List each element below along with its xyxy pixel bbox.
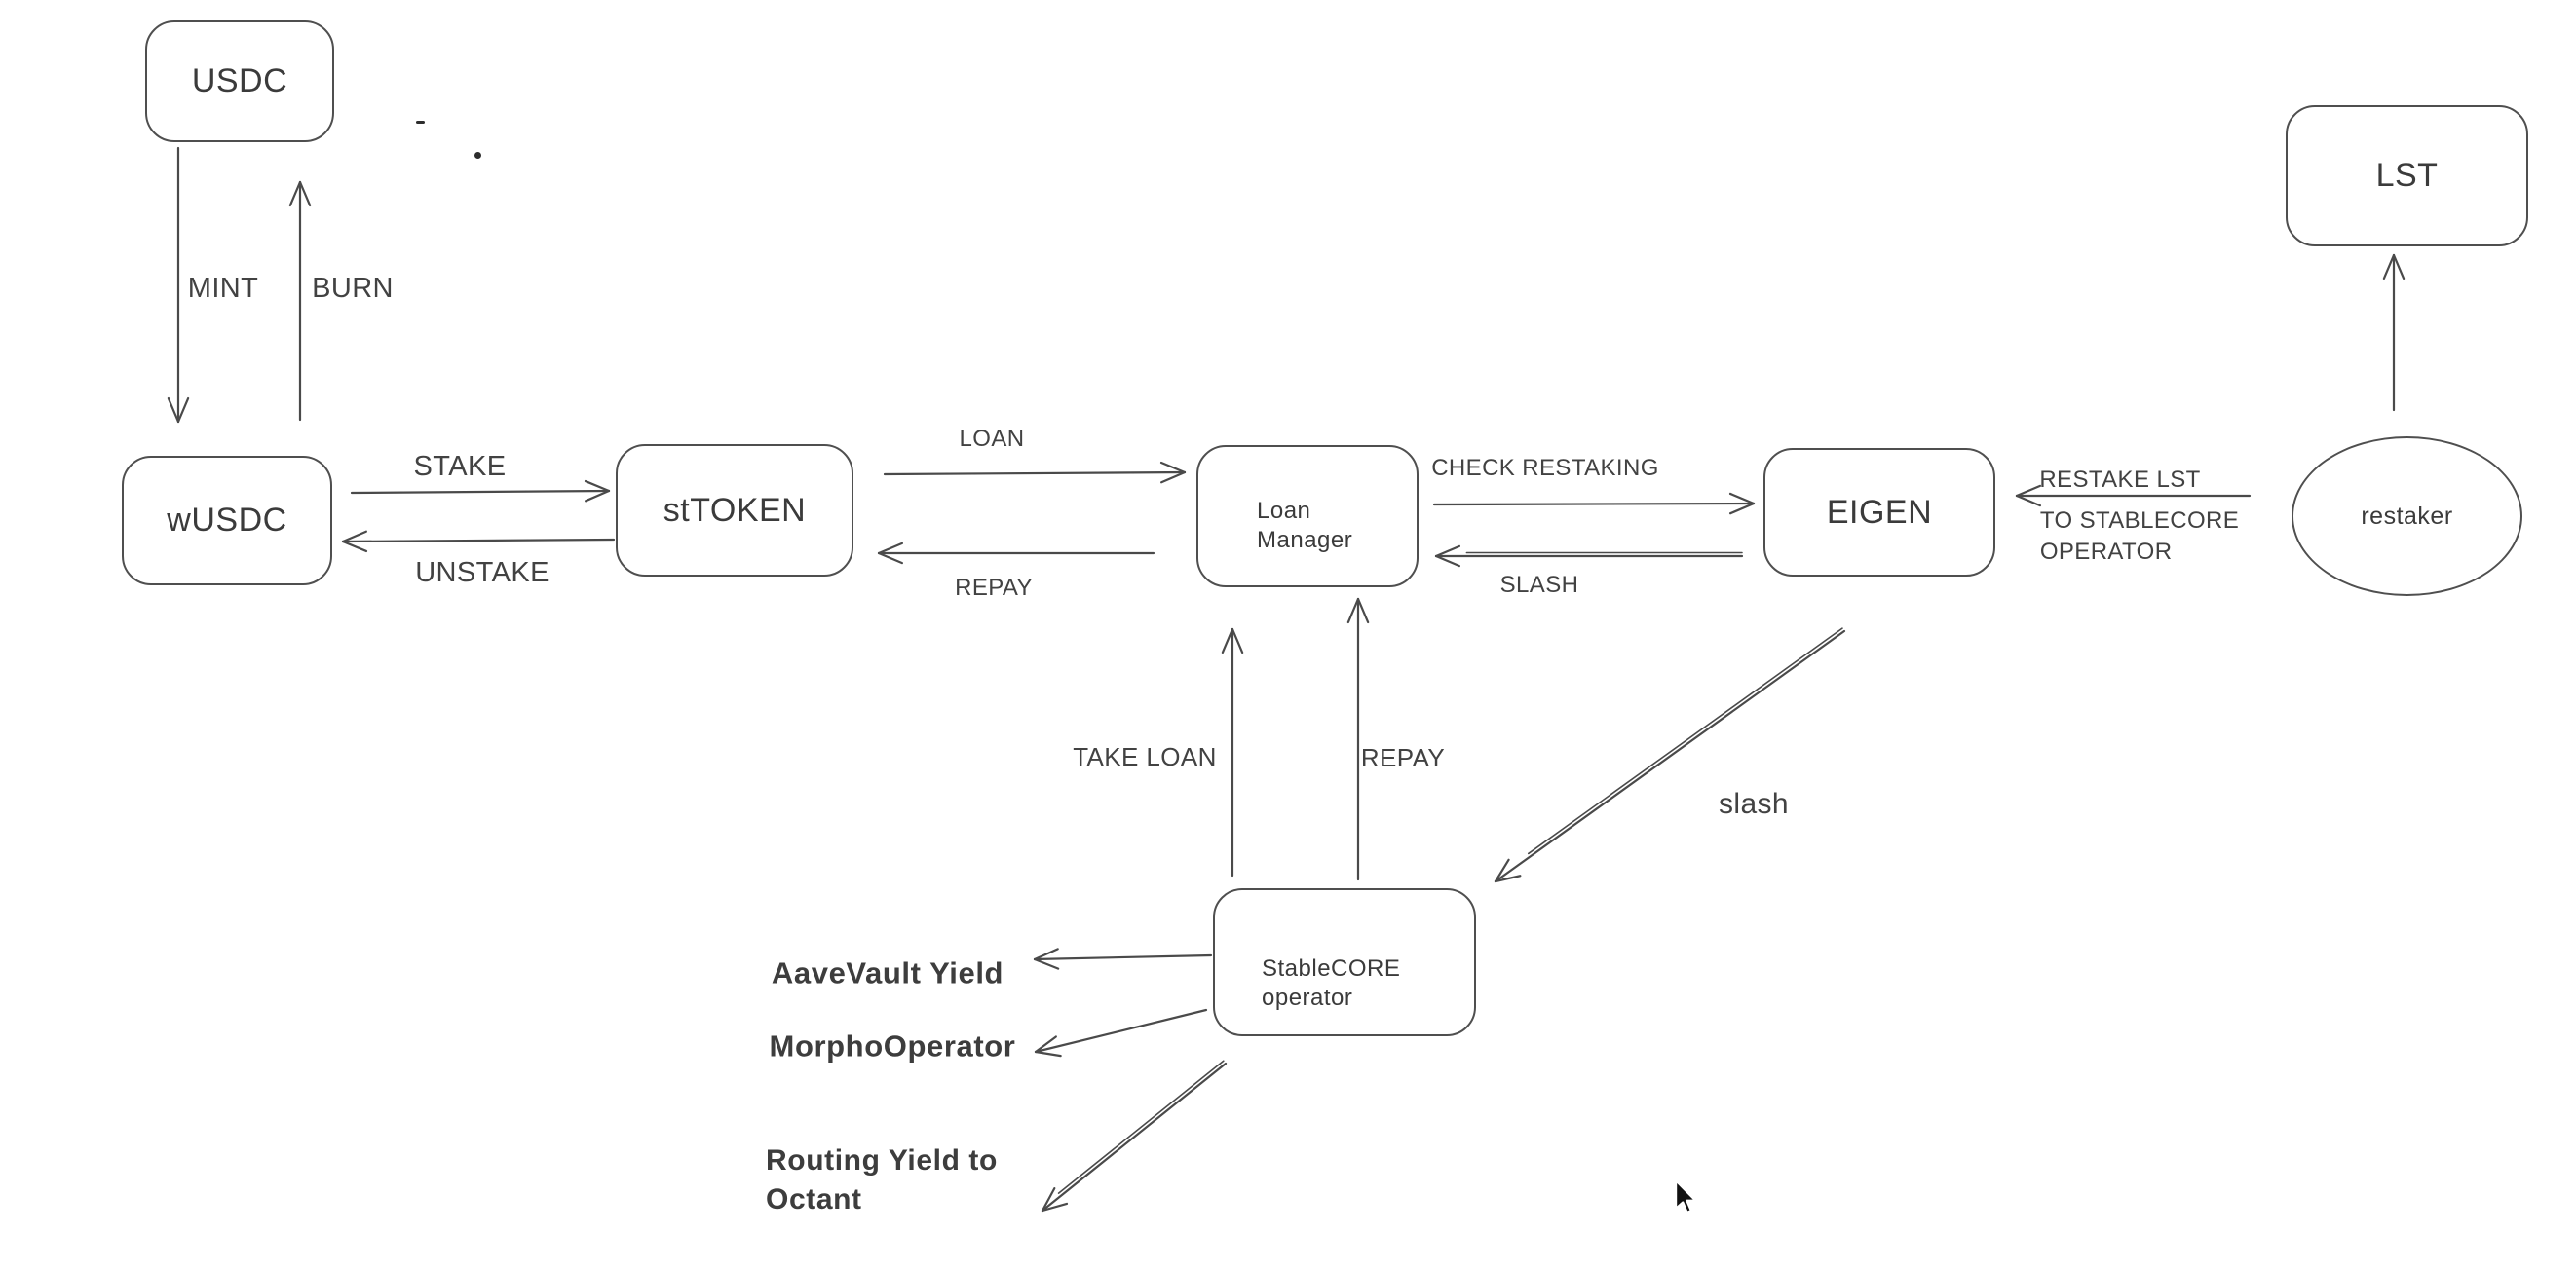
label-repay-vertical[interactable]: REPAY bbox=[1360, 743, 1446, 772]
label-check-restaking[interactable]: CHECK RESTAKING bbox=[1431, 455, 1659, 481]
arrow-repay-vertical[interactable] bbox=[1346, 597, 1370, 881]
node-lst[interactable]: LST bbox=[2286, 105, 2528, 246]
arrow-burn[interactable] bbox=[288, 180, 312, 422]
node-eigen[interactable]: EIGEN bbox=[1763, 448, 1995, 577]
label-take-loan[interactable]: TAKE LOAN bbox=[1073, 742, 1217, 771]
arrow-restaker-to-lst[interactable] bbox=[2382, 253, 2406, 412]
arrow-unstake[interactable] bbox=[341, 530, 616, 553]
label-aavevault-yield[interactable]: AaveVault Yield bbox=[771, 955, 1004, 990]
label-loan[interactable]: LOAN bbox=[959, 426, 1025, 452]
node-loan-manager[interactable]: Loan Manager bbox=[1196, 445, 1419, 587]
arrow-check-restaking[interactable] bbox=[1432, 492, 1756, 515]
mouse-cursor bbox=[1674, 1178, 1697, 1214]
node-usdc-label: USDC bbox=[191, 62, 288, 99]
node-eigen-label: EIGEN bbox=[1826, 493, 1933, 531]
node-stablecore-operator[interactable]: StableCORE operator bbox=[1213, 888, 1476, 1036]
label-to-stablecore[interactable]: TO STABLECORE OPERATOR bbox=[2039, 507, 2240, 565]
arrow-slash-horizontal[interactable] bbox=[1434, 544, 1744, 568]
label-slash-caps[interactable]: SLASH bbox=[1499, 572, 1579, 598]
arrow-to-morpho[interactable] bbox=[1034, 1008, 1208, 1058]
node-sttoken-label: stTOKEN bbox=[663, 491, 807, 529]
label-unstake[interactable]: UNSTAKE bbox=[415, 557, 549, 588]
label-slash-lower[interactable]: slash bbox=[1718, 788, 1790, 820]
ink-mark-dash bbox=[416, 121, 425, 124]
node-stablecore-operator-label: StableCORE operator bbox=[1262, 955, 1401, 1011]
label-morpho-operator[interactable]: MorphoOperator bbox=[769, 1028, 1016, 1064]
arrow-to-aavevault[interactable] bbox=[1033, 948, 1213, 970]
label-burn[interactable]: BURN bbox=[312, 273, 394, 304]
label-stake[interactable]: STAKE bbox=[413, 451, 507, 482]
arrow-take-loan[interactable] bbox=[1221, 627, 1244, 878]
arrow-loan[interactable] bbox=[883, 461, 1187, 484]
node-lst-label: LST bbox=[2375, 157, 2439, 194]
node-usdc[interactable]: USDC bbox=[145, 20, 334, 142]
node-loan-manager-label: Loan Manager bbox=[1257, 498, 1353, 553]
arrow-to-octant[interactable] bbox=[1041, 1060, 1228, 1213]
arrow-repay-horizontal[interactable] bbox=[877, 542, 1155, 565]
label-mint[interactable]: MINT bbox=[187, 273, 259, 304]
ink-mark-dot bbox=[474, 152, 481, 159]
node-restaker[interactable]: restaker bbox=[2292, 436, 2522, 596]
node-wusdc-label: wUSDC bbox=[167, 502, 287, 539]
label-routing-octant[interactable]: Routing Yield to Octant bbox=[766, 1144, 998, 1215]
label-restake-lst[interactable]: RESTAKE LST bbox=[2039, 467, 2201, 493]
node-sttoken[interactable]: stTOKEN bbox=[616, 444, 853, 577]
node-restaker-label: restaker bbox=[2361, 502, 2453, 530]
label-repay-horizontal[interactable]: REPAY bbox=[955, 575, 1033, 601]
arrow-mint[interactable] bbox=[167, 146, 190, 424]
node-wusdc[interactable]: wUSDC bbox=[122, 456, 332, 585]
arrow-slash-diagonal[interactable] bbox=[1494, 627, 1846, 883]
